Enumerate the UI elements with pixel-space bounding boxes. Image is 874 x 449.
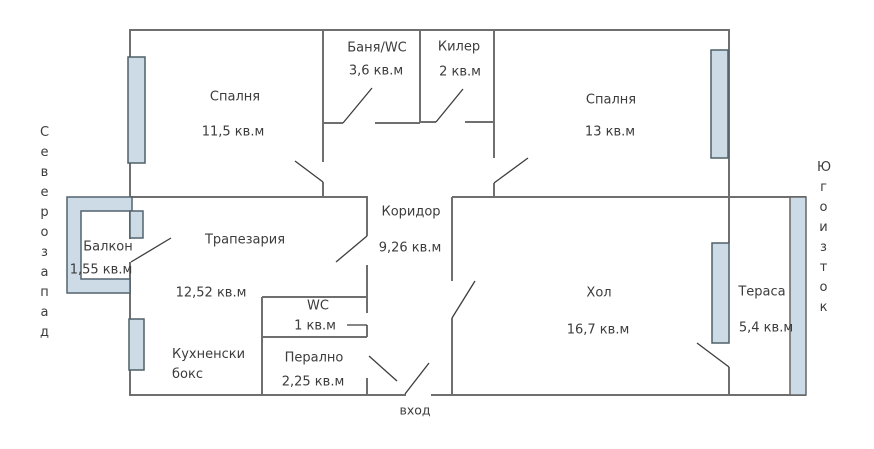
room-area-wc: 1 кв.м [294, 318, 336, 334]
terrace-glazing [789, 196, 807, 396]
door-dining [335, 235, 368, 263]
window-bedroom-1 [127, 56, 146, 164]
balcony-structure [66, 196, 144, 294]
compass-southeast-label: Югоизток [817, 160, 832, 315]
door-bath [342, 87, 373, 124]
room-area-bedroom-1: 11,5 кв.м [201, 124, 265, 140]
door-terrace [696, 342, 730, 368]
windows [127, 49, 730, 371]
room-label-kitchen: Кухненски бокс [172, 347, 246, 382]
window-bedroom-2 [710, 49, 729, 159]
room-area-storage: 2 кв.м [439, 64, 481, 80]
room-label-bedroom-1: Спалня [209, 89, 261, 105]
room-label-dining: Трапезария [204, 232, 286, 248]
room-label-bedroom-2: Спалня [585, 92, 637, 108]
room-area-dining: 12,52 кв.м [175, 285, 247, 301]
door-storage [435, 88, 464, 123]
balcony-door-window [129, 210, 144, 239]
room-label-corridor: Коридор [381, 204, 441, 220]
window-kitchen [128, 318, 145, 371]
room-area-laundry: 2,25 кв.м [281, 374, 345, 390]
room-area-bath: 3,6 кв.м [348, 63, 404, 79]
room-area-terrace: 5,4 кв.м [738, 320, 794, 336]
door-balcony [130, 237, 172, 263]
doors [130, 87, 730, 395]
room-label-living: Хол [586, 285, 612, 301]
compass-northwest-label: Северозапад [39, 125, 50, 340]
room-area-balcony: 1,55 кв.м [69, 262, 133, 278]
room-label-laundry: Перално [284, 350, 344, 366]
room-area-bedroom-2: 13 кв.м [584, 124, 636, 140]
window-living [711, 242, 730, 344]
door-laundry [368, 355, 398, 382]
door-bedroom-1 [294, 160, 324, 183]
room-label-wc: WC [307, 298, 329, 314]
room-label-balcony: Балкон [83, 239, 133, 255]
room-label-bath: Баня/WC [347, 40, 407, 56]
door-living [451, 280, 476, 319]
door-entrance [404, 362, 430, 395]
room-label-storage: Килер [437, 39, 481, 55]
door-bedroom-2 [493, 157, 529, 184]
room-area-corridor: 9,26 кв.м [378, 240, 442, 256]
room-label-terrace: Тераса [738, 284, 786, 300]
entrance-label: вход [399, 402, 431, 418]
room-area-living: 16,7 кв.м [566, 322, 630, 338]
walls [129, 29, 806, 396]
